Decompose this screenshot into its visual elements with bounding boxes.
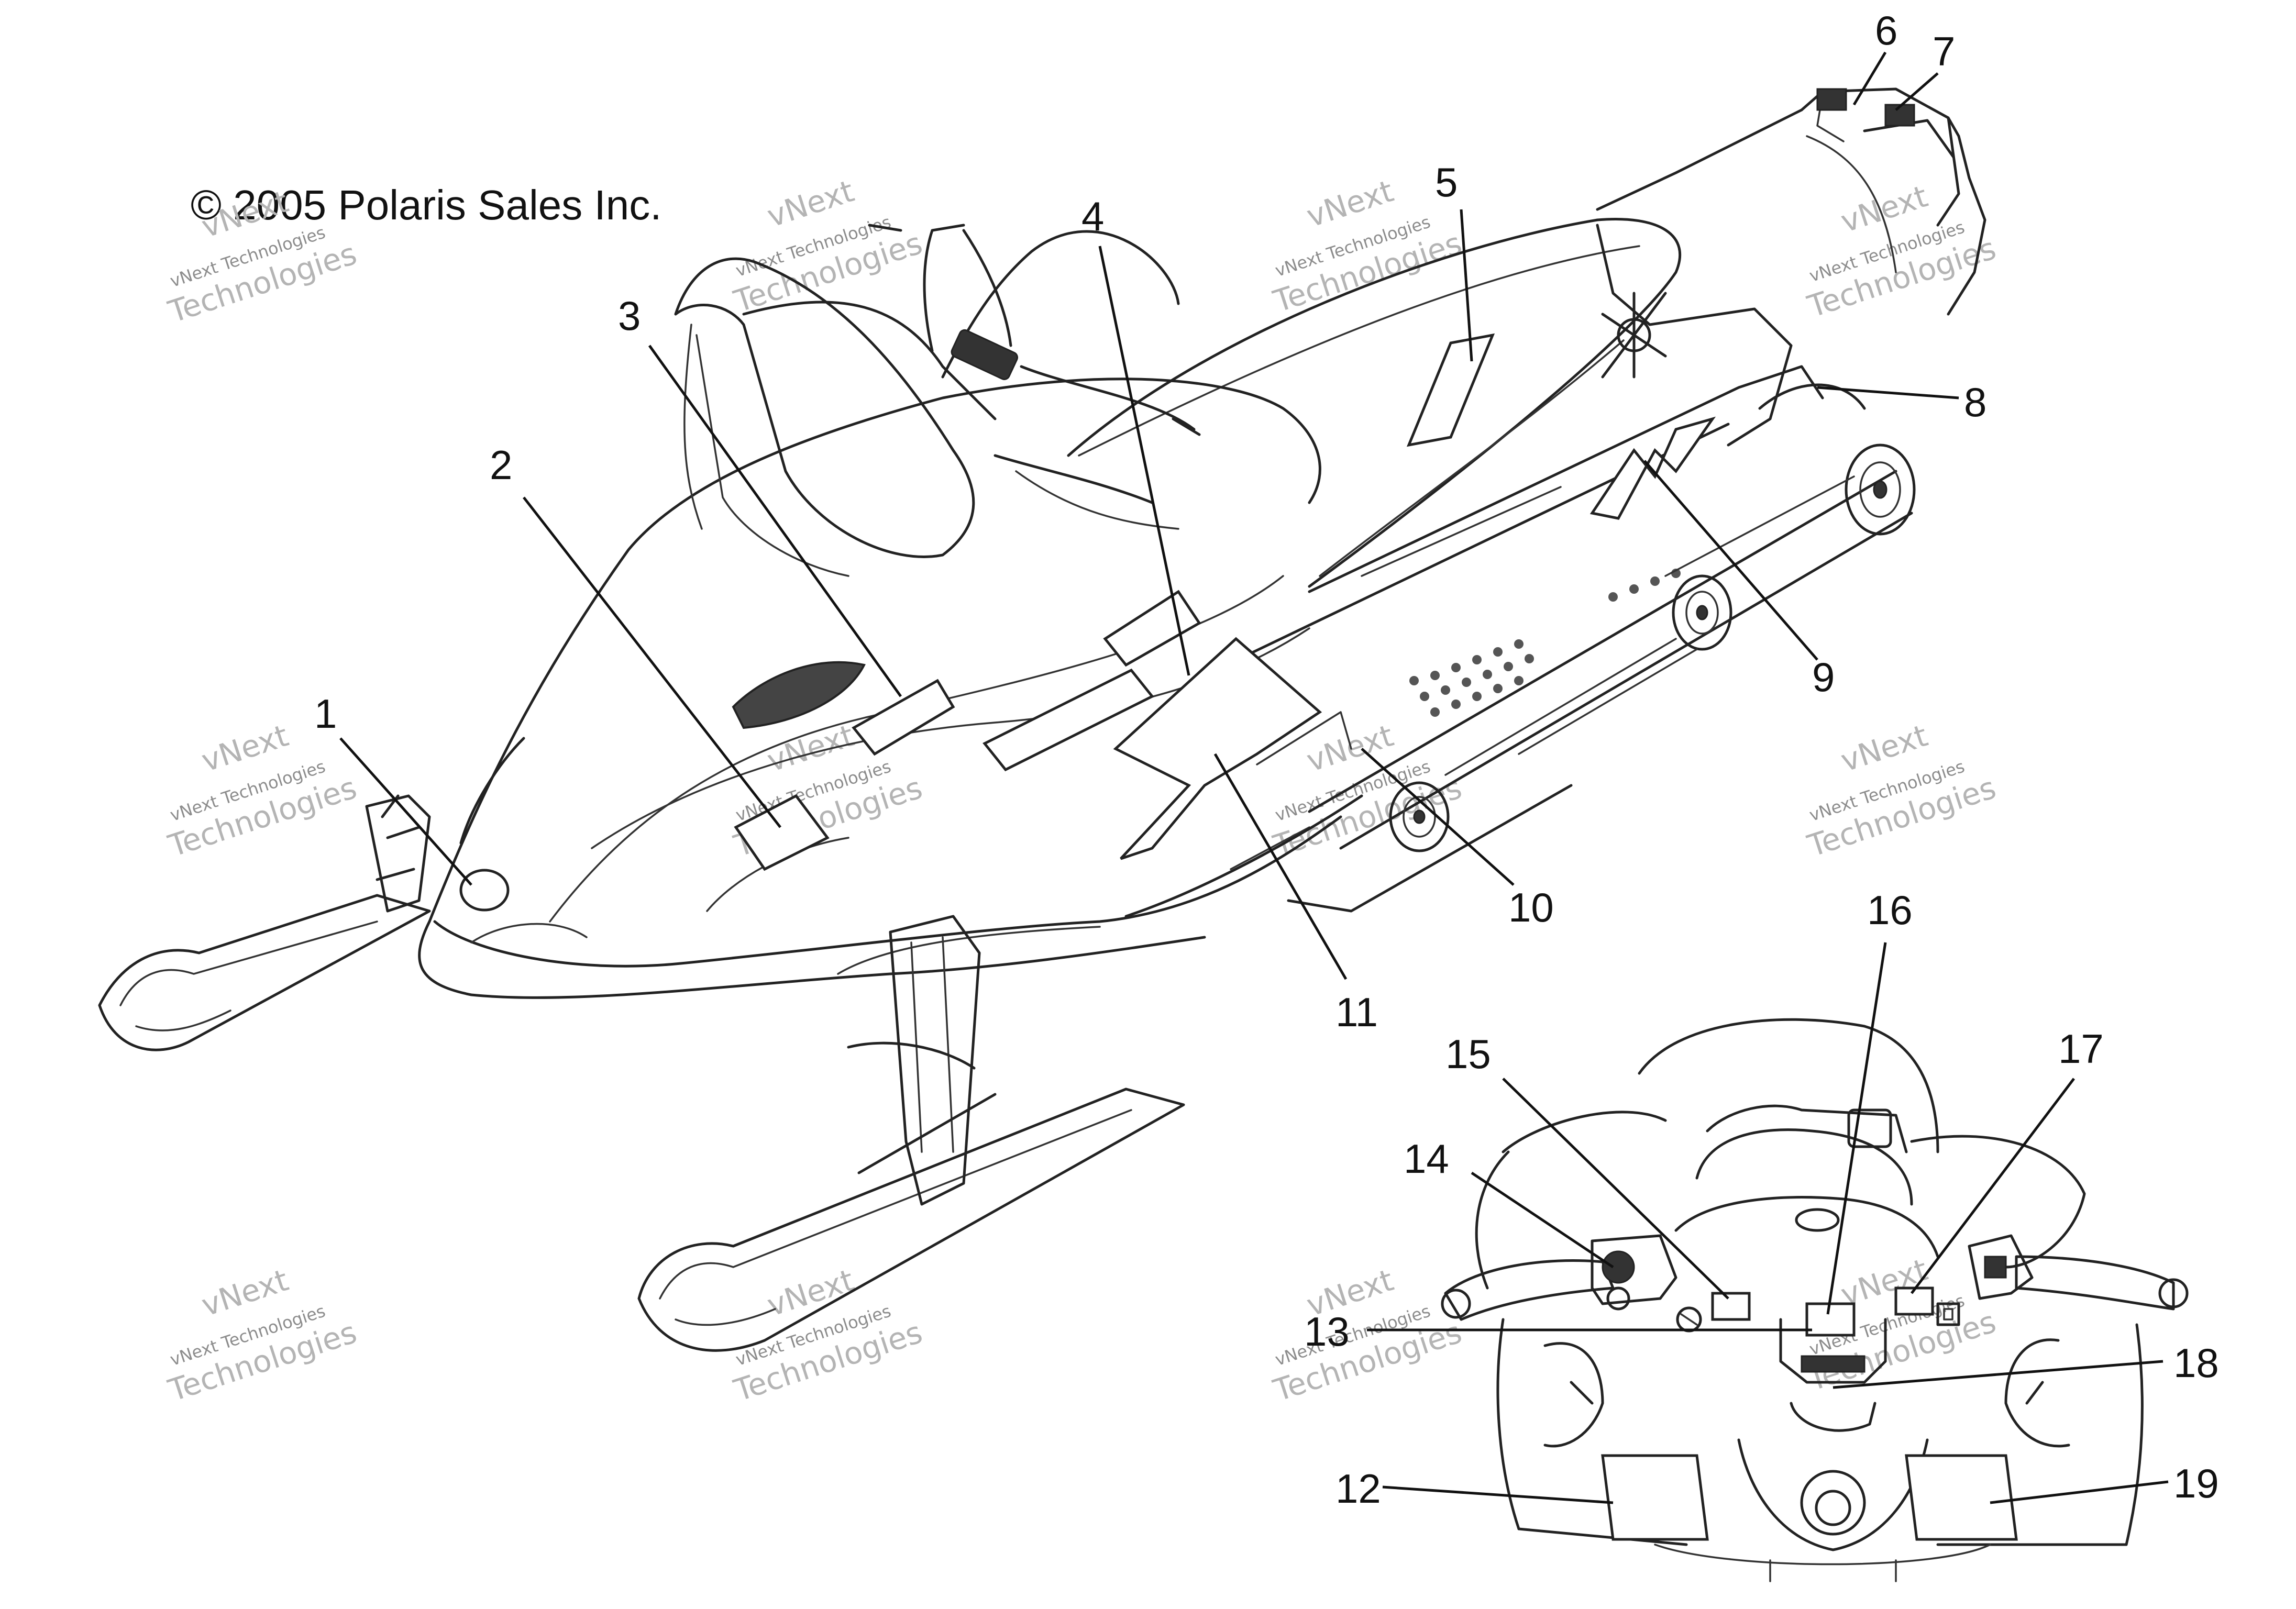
leader-4: [1098, 246, 1190, 676]
decal-17: [1894, 1286, 1934, 1316]
svg-text:vNext: vNext: [197, 717, 293, 779]
tail-light-left: [1816, 88, 1847, 111]
leader-8: [1817, 386, 1959, 400]
callout-8: 8: [1964, 379, 1986, 425]
right-control-pod: [1968, 1234, 2034, 1300]
callout-9: 9: [1812, 654, 1835, 700]
callout-10: 10: [1508, 884, 1554, 930]
middle-wheel: [1672, 574, 1732, 651]
decal-12: [1601, 1454, 1709, 1541]
snowmobile-drawing: [98, 87, 1986, 1352]
callout-17: 17: [2058, 1026, 2104, 1072]
leader-11: [1213, 753, 1348, 980]
callout-13: 13: [1304, 1308, 1350, 1355]
svg-text:vNext: vNext: [1837, 178, 1932, 239]
right-ski: [637, 915, 1185, 1352]
leader-7: [1895, 72, 1939, 111]
rear-idler-wheel: [1758, 383, 1916, 536]
callout-12: 12: [1335, 1466, 1381, 1512]
callout-14: 14: [1404, 1136, 1449, 1182]
tunnel-vents: [1409, 569, 1681, 717]
hood-vent: [732, 661, 866, 729]
watermark-10: vNext vNext Technologies Technologies: [730, 1262, 926, 1408]
callout-15: 15: [1445, 1031, 1491, 1077]
leader-5: [1460, 209, 1473, 362]
leader-10: [1361, 748, 1515, 886]
svg-text:vNext: vNext: [1837, 717, 1932, 779]
callout-1: 1: [314, 691, 337, 737]
svg-text:vNext: vNext: [763, 717, 858, 779]
watermark-9: vNext vNext Technologies Technologies: [164, 1262, 361, 1408]
watermark-8: vNext vNext Technologies Technologies: [1803, 717, 2000, 864]
svg-text:vNext: vNext: [1302, 173, 1398, 234]
leader-19: [1990, 1480, 2169, 1504]
leader-18: [1833, 1360, 2163, 1389]
leader-1: [339, 737, 472, 886]
callout-4: 4: [1081, 193, 1104, 239]
leader-16: [1826, 942, 1887, 1315]
decal-19: [1905, 1454, 2018, 1541]
leader-2: [523, 496, 781, 828]
leader-17: [1911, 1078, 2075, 1294]
callout-3: 3: [618, 293, 641, 339]
decal-15: [1711, 1292, 1751, 1321]
leader-15: [1502, 1078, 1729, 1300]
callout-numbers: 1 2 3 4 5 6 7 8 9 10 11 12 13 14 15 16 1…: [314, 7, 2219, 1512]
callout-19: 19: [2173, 1460, 2219, 1506]
left-ski: [98, 794, 431, 1051]
svg-text:vNext: vNext: [197, 183, 293, 245]
callout-2: 2: [490, 442, 512, 488]
watermark-1: vNext vNext Technologies Technologies: [164, 183, 361, 330]
svg-text:vNext: vNext: [763, 173, 858, 234]
copyright-notice: © 2005 Polaris Sales Inc.: [191, 182, 662, 228]
console-detail-view: [1441, 1018, 2189, 1582]
leader-12: [1382, 1485, 1614, 1504]
decal-4: [983, 668, 1154, 772]
leader-6: [1852, 51, 1887, 106]
callout-5: 5: [1435, 159, 1458, 205]
decal-1-emblem: [459, 869, 510, 912]
watermark-group: vNext vNext Technologies Technologies vN…: [164, 173, 2000, 1408]
callout-18: 18: [2173, 1340, 2219, 1386]
decal-2: [734, 794, 830, 871]
leader-3: [648, 345, 902, 697]
callout-6: 6: [1875, 7, 1897, 53]
decal-5: [1406, 333, 1495, 447]
decal-3: [852, 679, 955, 756]
decal-16: [1805, 1302, 1856, 1337]
leader-9: [1643, 460, 1818, 661]
watermark-11: vNext vNext Technologies Technologies: [1269, 1262, 1466, 1408]
svg-text:vNext: vNext: [197, 1262, 293, 1323]
callout-16: 16: [1867, 887, 1913, 933]
left-control-pod: [1591, 1234, 1677, 1311]
watermark-3: vNext vNext Technologies Technologies: [1269, 173, 1466, 319]
leader-lines: [339, 51, 2169, 1504]
decal-11: [1113, 637, 1322, 860]
hand-control: [951, 329, 1018, 380]
callout-11: 11: [1335, 989, 1378, 1035]
leader-14: [1471, 1171, 1614, 1269]
front-suspension-wheel: [1389, 781, 1450, 852]
callout-7: 7: [1933, 28, 1955, 74]
